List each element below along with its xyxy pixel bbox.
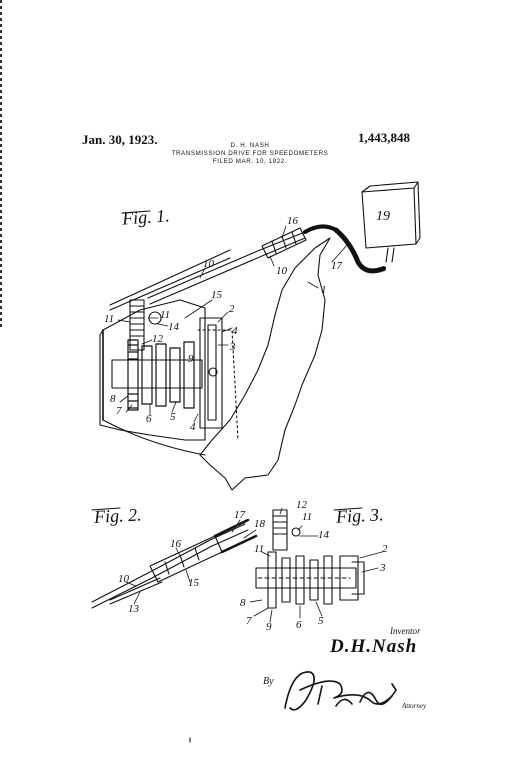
fig3-upper-gear bbox=[272, 509, 288, 551]
ref-10a: 10 bbox=[203, 258, 215, 270]
ref2-18: 18 bbox=[254, 518, 266, 530]
casing-hidden-edge bbox=[197, 329, 239, 441]
fig1-leaders bbox=[117, 225, 349, 423]
ref2-17: 17 bbox=[234, 509, 246, 521]
fig2-conduit bbox=[213, 518, 258, 554]
figure-2: Fig. 2. 17 18 16 10 15 13 bbox=[91, 504, 266, 615]
conduit-17 bbox=[303, 224, 338, 234]
ref-2: 2 bbox=[229, 303, 235, 315]
ref3-3: 3 bbox=[379, 562, 386, 574]
casing-outline bbox=[199, 237, 331, 491]
inventor-signature-name: D.H.Nash bbox=[330, 636, 418, 657]
ref-4a: 4 bbox=[232, 325, 238, 337]
ref3-2: 2 bbox=[382, 543, 388, 555]
speedometer-box bbox=[361, 181, 421, 249]
fig1-label-stroke bbox=[121, 210, 151, 214]
fig1-ref-labels: 19 16 10 10 17 1 15 2 11 11 14 12 4 3 8 … bbox=[104, 209, 390, 433]
by-label: By bbox=[263, 676, 274, 687]
inventor-label: Inventor bbox=[390, 626, 421, 636]
cable-10 bbox=[147, 231, 306, 305]
fig2-ref-labels: 17 18 16 10 15 13 bbox=[118, 509, 266, 615]
filed-date: FILED MAR. 10, 1922. bbox=[212, 158, 288, 165]
patent-date: Jan. 30, 1923. bbox=[82, 132, 158, 147]
ref-12: 12 bbox=[152, 333, 164, 345]
fig3-gears bbox=[267, 551, 333, 609]
speedometer-stem bbox=[385, 247, 395, 263]
ref-3: 3 bbox=[229, 341, 236, 353]
fig2-fitting bbox=[149, 535, 223, 583]
ref-7: 7 bbox=[116, 405, 122, 417]
figure-1: Fig. 1. bbox=[99, 181, 421, 491]
ref-11a: 11 bbox=[104, 313, 114, 325]
header-block: D. H. NASH TRANSMISSION DRIVE FOR SPEEDO… bbox=[150, 142, 350, 166]
ref3-6: 6 bbox=[296, 619, 302, 631]
ref-19: 19 bbox=[376, 209, 390, 224]
ref2-13: 13 bbox=[128, 603, 140, 615]
shaft-end-bolt bbox=[208, 367, 218, 377]
attorney-signature bbox=[284, 671, 397, 711]
end-plate bbox=[199, 317, 223, 429]
ref-9: 9 bbox=[188, 353, 194, 365]
fig3-label: Fig. 3. bbox=[335, 504, 384, 527]
fig3-ref-labels: 12 11 14 11 2 3 8 7 9 6 5 bbox=[240, 499, 388, 633]
ref-11b: 11 bbox=[160, 309, 170, 321]
ref-1: 1 bbox=[321, 284, 327, 296]
ref-8: 8 bbox=[110, 393, 116, 405]
ref-4b: 4 bbox=[190, 421, 196, 433]
fitting-16 bbox=[261, 227, 307, 259]
ref3-11a: 11 bbox=[302, 511, 312, 523]
worm-threads bbox=[129, 305, 145, 337]
ref-6: 6 bbox=[146, 413, 152, 425]
fig3-upper-teeth bbox=[272, 515, 288, 535]
fig1-label: Fig. 1. bbox=[120, 205, 170, 228]
patent-number: 1,443,848 bbox=[358, 130, 410, 145]
gear-set bbox=[127, 339, 195, 411]
main-shaft bbox=[111, 359, 203, 389]
ref-15: 15 bbox=[211, 289, 223, 301]
fig2-label: Fig. 2. bbox=[93, 504, 142, 527]
fig3-shaft bbox=[255, 567, 357, 589]
fig3-end-plate bbox=[339, 555, 359, 601]
ref3-5: 5 bbox=[318, 615, 324, 627]
ref2-15: 15 bbox=[188, 577, 200, 589]
ref3-12: 12 bbox=[296, 499, 308, 511]
figure-3: Fig. 3. bbox=[240, 499, 388, 633]
flex-conduit bbox=[333, 227, 388, 274]
fig2-label-stroke bbox=[91, 507, 121, 511]
ref-5: 5 bbox=[170, 411, 176, 423]
attorney-label: Attorney bbox=[402, 702, 427, 710]
ref3-11b: 11 bbox=[254, 543, 264, 555]
fig3-label-stroke bbox=[333, 507, 363, 511]
housing-bottom-curve bbox=[102, 419, 206, 456]
bell-housing bbox=[99, 299, 206, 441]
ref3-8: 8 bbox=[240, 597, 246, 609]
ref3-9: 9 bbox=[266, 621, 272, 633]
ref2-10: 10 bbox=[118, 573, 130, 585]
ref-14: 14 bbox=[168, 321, 180, 333]
fig2-inner-wire bbox=[109, 577, 163, 605]
ref-17: 17 bbox=[331, 260, 343, 272]
ref-10b: 10 bbox=[276, 265, 288, 277]
fig2-leaders bbox=[125, 519, 257, 605]
ref3-7: 7 bbox=[246, 615, 252, 627]
inventor-line: D. H. NASH bbox=[230, 142, 270, 149]
patent-title: TRANSMISSION DRIVE FOR SPEEDOMETERS bbox=[171, 150, 329, 157]
ref2-16: 16 bbox=[170, 538, 182, 550]
worm-gear bbox=[129, 299, 145, 351]
fig3-end-cap bbox=[351, 561, 365, 595]
fig3-leaders bbox=[249, 507, 383, 623]
ref3-14: 14 bbox=[318, 529, 330, 541]
ref-16: 16 bbox=[287, 215, 299, 227]
fig2-cable bbox=[91, 523, 249, 609]
scan-edge-mark bbox=[0, 0, 2, 330]
fig3-pin bbox=[291, 527, 301, 537]
